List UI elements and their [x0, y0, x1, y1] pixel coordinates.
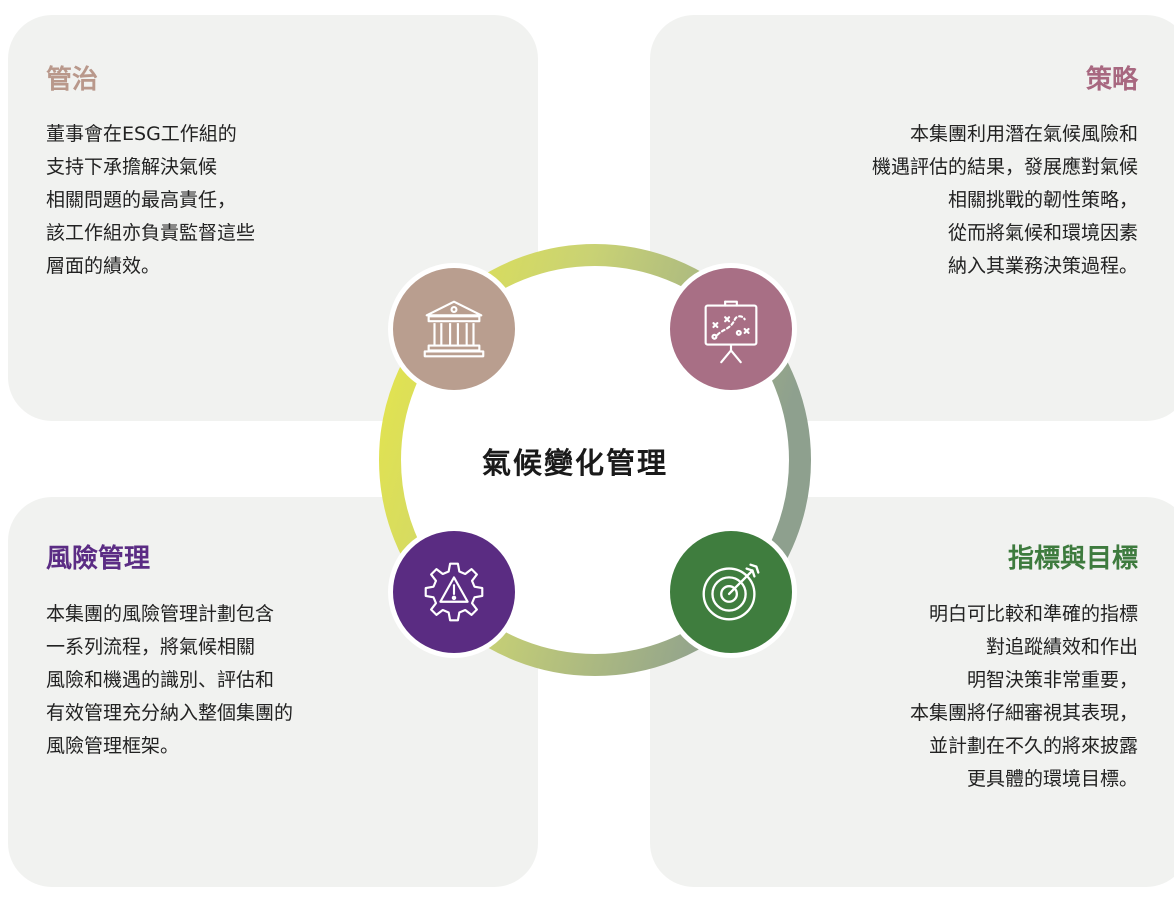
strategy-description: 本集團利用潛在氣候風險和 機遇評估的結果，發展應對氣候 相關挑戰的韌性策略， 從…: [871, 123, 1138, 277]
risk-management-node: [388, 526, 520, 658]
governance-description: 董事會在ESG工作組的 支持下承擔解決氣候 相關問題的最高責任， 該工作組亦負責…: [46, 123, 256, 277]
target-arrow-icon: [702, 563, 760, 621]
strategy-title: 策略: [1085, 65, 1138, 95]
strategy-board-icon: [704, 300, 758, 364]
risk-management-title: 風險管理: [46, 544, 151, 574]
governance-title: 管治: [46, 65, 99, 95]
metrics-targets-node: [665, 526, 797, 658]
strategy-node: [665, 263, 797, 395]
risk-management-description: 本集團的風險管理計劃包含 一系列流程，將氣候相關 風險和機遇的識別、評估和 有效…: [46, 603, 294, 757]
governance-card: 管治 董事會在ESG工作組的 支持下承擔解決氣候 相關問題的最高責任， 該工作組…: [8, 15, 538, 421]
metrics-targets-title: 指標與目標: [1007, 544, 1138, 574]
metrics-targets-description: 明白可比較和準確的指標 對追蹤績效和作出 明智決策非常重要， 本集團將仔細審視其…: [909, 603, 1138, 790]
strategy-card: 策略 本集團利用潛在氣候風險和 機遇評估的結果，發展應對氣候 相關挑戰的韌性策略…: [650, 15, 1174, 421]
gear-warning-icon: [424, 562, 484, 622]
center-title: 氣候變化管理: [481, 446, 668, 480]
governance-node: [388, 263, 520, 395]
bank-building-icon: [423, 300, 485, 358]
